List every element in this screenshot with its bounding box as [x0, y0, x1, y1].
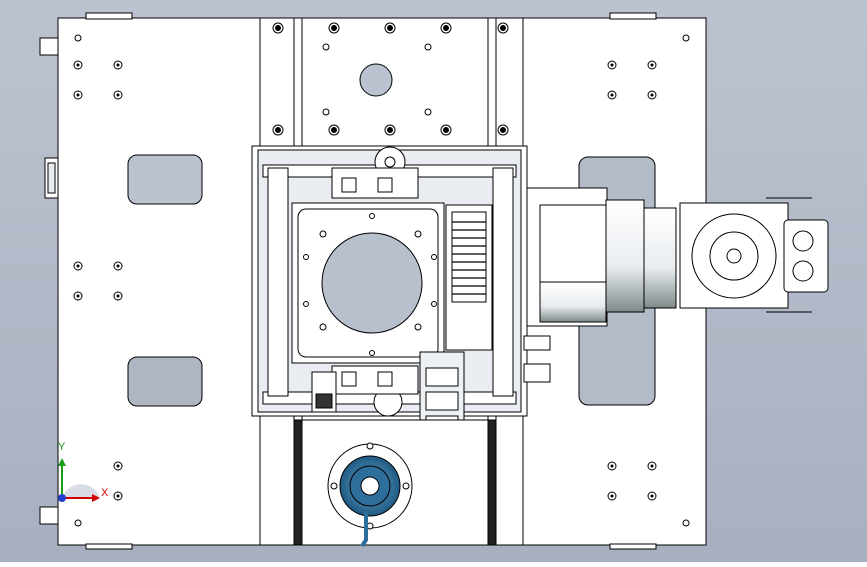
top-carriage [272, 22, 509, 136]
coordinate-triad [58, 458, 100, 502]
rotary-unit [301, 419, 489, 548]
motor-flange [679, 197, 829, 313]
heatsink-fins [452, 221, 486, 295]
sensor-block [311, 371, 337, 413]
triad-x-label: X [101, 487, 109, 499]
servo-motor [523, 187, 677, 383]
triad-y-label: Y [58, 441, 66, 453]
plate-hole-centers [76, 63, 654, 498]
center-plate [291, 202, 445, 364]
rollers [331, 146, 419, 417]
plate-holes [73, 34, 690, 527]
